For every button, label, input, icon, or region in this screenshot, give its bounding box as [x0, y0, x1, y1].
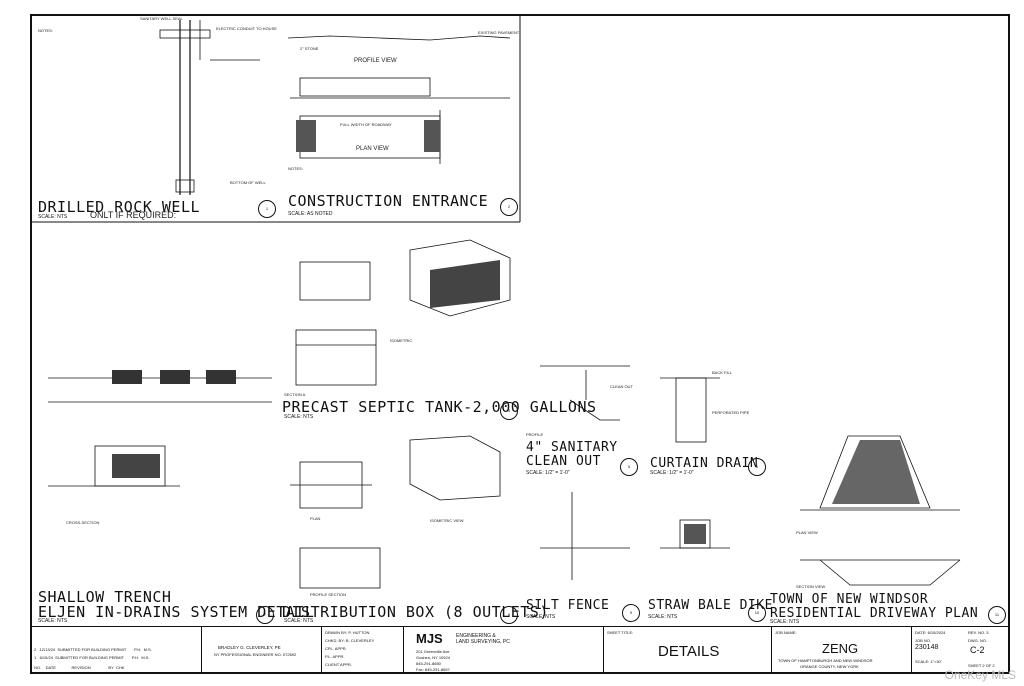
detail-title-eljen-in-drains: ELJEN IN-DRAINS SYSTEM DETAIL [38, 603, 315, 621]
detail-scale: SCALE: 1/2" = 1'-0" [650, 470, 694, 476]
firm-subtitle: ENGINEERING & [456, 633, 496, 639]
firm-logo: MJS [416, 631, 443, 646]
job-location: TOWN OF HAMPTONBURGH AND NEW WINDSOR [778, 658, 873, 663]
detail-number-bubble: 11 [988, 606, 1006, 624]
firm-fax: Fax: 845-291-8657 [416, 667, 450, 672]
callout-perforated-pipe: PERFORATED PIPE [712, 410, 750, 415]
profile-view-label: PROFILE VIEW [354, 58, 397, 64]
section-a-label: SECTION A [284, 392, 306, 397]
plan-view-label: PLAN VIEW [796, 530, 818, 535]
detail-number-bubble: 1 [258, 200, 276, 218]
callout-electric-conduit: ELECTRIC CONDUIT TO HOUSE [216, 26, 277, 31]
detail-number-bubble: 8 [500, 606, 518, 624]
revision-headers: NO. DATE REVISION BY CHK [34, 665, 125, 670]
section-view-label: SECTION VIEW [796, 584, 826, 589]
firm-address: 201 Greenville Ave [416, 649, 450, 654]
notes-heading: NOTES: [288, 166, 303, 171]
detail-title-precast-septic-tank: PRECAST SEPTIC TANK-2,000 GALLONS [282, 398, 597, 416]
detail-scale: SCALE: 1/2" = 1'-0" [526, 470, 570, 476]
isometric-view-label: ISOMETRIC VIEW [430, 518, 464, 523]
detail-number-bubble: 5 [620, 458, 638, 476]
cpl-approval: CPL. APPR. [325, 646, 347, 651]
job-info-cell: DATE: 6/15/2024 REV. NO. 3 JOB NO. 23014… [912, 627, 1008, 673]
sheet-title-label: SHEET TITLE: [607, 630, 634, 635]
watermark-logo: OneKey MLS [944, 668, 1016, 682]
revision-row: 2 12/13/24 SUBMITTED FOR BUILDING PERMIT… [34, 647, 152, 652]
detail-scale: SCALE: NTS [770, 619, 800, 625]
engineer-name: BRADLEY G. CLEVERLEY, PE [218, 645, 281, 650]
detail-number-bubble: 2 [500, 198, 518, 216]
firm-cell: MJS ENGINEERING & LAND SURVEYING, PC 201… [404, 627, 604, 673]
drawing-scale: SCALE: 1"=30' [915, 659, 942, 664]
client-approval: CLIENT APPR. [325, 662, 353, 667]
drawing-number: C-2 [970, 645, 985, 655]
detail-number-bubble: 7 [256, 606, 274, 624]
detail-title-shallow-trench: SHALLOW TRENCH [38, 588, 172, 606]
notes-heading: NOTES: [38, 28, 53, 33]
approvals-cell: DRAWN BY: P. HUTTON CHKD. BY: B. CLEVERL… [322, 627, 404, 673]
job-location: ORANGE COUNTY, NEW YORK [800, 664, 859, 669]
title-block: 2 12/13/24 SUBMITTED FOR BUILDING PERMIT… [32, 626, 1008, 673]
engineer-stamp-cell: BRADLEY G. CLEVERLEY, PE NY PROFESSIONAL… [202, 627, 322, 673]
drawing-number-label: DWG. NO. [968, 638, 988, 643]
detail-title-straw-bale-dike: STRAW BALE DIKE [648, 598, 773, 613]
detail-title-silt-fence: SILT FENCE [526, 598, 610, 613]
detail-title-sanitary: 4" SANITARY [526, 440, 618, 455]
detail-title-drilled-rock-well: DRILLED ROCK WELL [38, 198, 201, 216]
detail-scale: SCALE: AS NOTED [288, 211, 333, 217]
detail-number-bubble: 9 [622, 604, 640, 622]
sheet-count: SHEET 2 OF 2 [968, 663, 995, 668]
detail-scale: SCALE: NTS [38, 618, 68, 624]
job-name-cell: JOB NAME: ZENG TOWN OF HAMPTONBURGH AND … [772, 627, 912, 673]
callout-existing-pavement: EXISTING PAVEMENT [478, 30, 520, 35]
firm-address: Goshen, NY 10924 [416, 655, 450, 660]
callout-sanitary-well-seal: SANITARY WELL SEAL [140, 16, 183, 21]
sheet-title-cell: SHEET TITLE: DETAILS [604, 627, 772, 673]
detail-scale: SCALE: NTS [526, 614, 556, 620]
detail-scale: SCALE: NTS [38, 214, 68, 220]
plan-label: PLAN [310, 516, 321, 521]
drawn-by: DRAWN BY: P. HUTTON [325, 630, 370, 635]
revision-row: 1 6/15/24 SUBMITTED FOR BUILDING PERMIT … [34, 655, 150, 660]
cross-section-label: CROSS-SECTION [66, 520, 100, 525]
detail-number-bubble: 4 [500, 402, 518, 420]
sheet-title: DETAILS [658, 643, 720, 660]
detail-title-construction-entrance: CONSTRUCTION ENTRANCE [288, 192, 489, 210]
engineer-license: NY PROFESSIONAL ENGINEER NO. 072692 [214, 652, 297, 657]
callout-stone: 2" STONE [300, 46, 319, 51]
detail-number-bubble: 6 [748, 458, 766, 476]
profile-section-label: PROFILE SECTION [310, 592, 347, 597]
detail-title-distribution-box: DISTRIBUTION BOX (8 OUTLETS) [282, 603, 549, 621]
job-number-label: JOB NO. [915, 638, 932, 643]
rev-number: REV. NO. 3 [968, 630, 989, 635]
detail-title-residential-driveway: RESIDENTIAL DRIVEWAY PLAN [770, 606, 979, 621]
job-number: 230148 [915, 644, 939, 651]
revision-table: 2 12/13/24 SUBMITTED FOR BUILDING PERMIT… [32, 627, 202, 673]
profile-label: PROFILE [526, 432, 544, 437]
only-if-required-label: ONLT IF REQUIRED: [90, 210, 177, 220]
job-name-label: JOB NAME: [775, 630, 797, 635]
detail-scale: SCALE: NTS [284, 618, 314, 624]
isometric-label: ISOMETRIC [390, 338, 413, 343]
plan-view-label: PLAN VIEW [356, 146, 389, 152]
checked-by: CHKD. BY: B. CLEVERLEY [325, 638, 375, 643]
pl-approval: P.L. APPR. [325, 654, 345, 659]
detail-scale: SCALE: NTS [284, 414, 314, 420]
callout-back-fill: BACK FILL [712, 370, 733, 375]
callout-bottom-of-well: BOTTOM OF WELL [230, 180, 266, 185]
firm-subtitle: LAND SURVEYING, PC [456, 639, 510, 645]
detail-title-clean-out: CLEAN OUT [526, 454, 601, 469]
date-label: DATE: 6/15/2024 [915, 630, 946, 635]
firm-phone: 845-291-8650 [416, 661, 441, 666]
callout-full-width: FULL WIDTH OF ROADWAY [340, 122, 392, 127]
detail-scale: SCALE: NTS [648, 614, 678, 620]
callout-clean-out: CLEAN OUT [610, 384, 633, 389]
job-name: ZENG [822, 641, 859, 656]
detail-title-new-windsor: TOWN OF NEW WINDSOR [770, 592, 929, 607]
detail-title-curtain-drain: CURTAIN DRAIN [650, 456, 759, 471]
detail-number-bubble: 10 [748, 604, 766, 622]
